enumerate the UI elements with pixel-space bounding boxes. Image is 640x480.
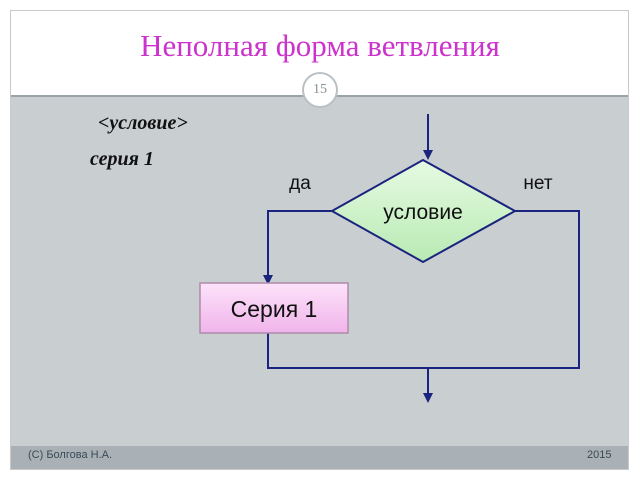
yes-branch-connector bbox=[267, 210, 332, 275]
slide-title: Неполная форма ветвления bbox=[140, 28, 500, 63]
entry-arrowhead bbox=[423, 150, 433, 160]
footer-band bbox=[11, 446, 628, 469]
no-label: нет bbox=[523, 173, 552, 194]
decision-label: условие bbox=[383, 201, 463, 224]
yes-branch-arrowhead bbox=[263, 275, 273, 285]
process-box bbox=[199, 282, 349, 334]
code-line-series: серия 1 bbox=[90, 148, 154, 170]
yes-label: да bbox=[289, 173, 311, 194]
footer-year: 2015 bbox=[587, 449, 612, 461]
no-branch-connector bbox=[428, 210, 580, 369]
footer-author: (С) Болгова Н.А. bbox=[28, 449, 113, 461]
decision-diamond bbox=[329, 158, 518, 264]
merge-connector bbox=[267, 333, 428, 369]
code-line-condition: <условие> bbox=[98, 112, 188, 134]
process-label: Серия 1 bbox=[231, 296, 318, 322]
content-panel bbox=[11, 97, 628, 446]
page-number-badge: 15 bbox=[302, 72, 338, 108]
exit-arrowhead bbox=[423, 393, 433, 403]
slide-frame bbox=[10, 10, 629, 470]
